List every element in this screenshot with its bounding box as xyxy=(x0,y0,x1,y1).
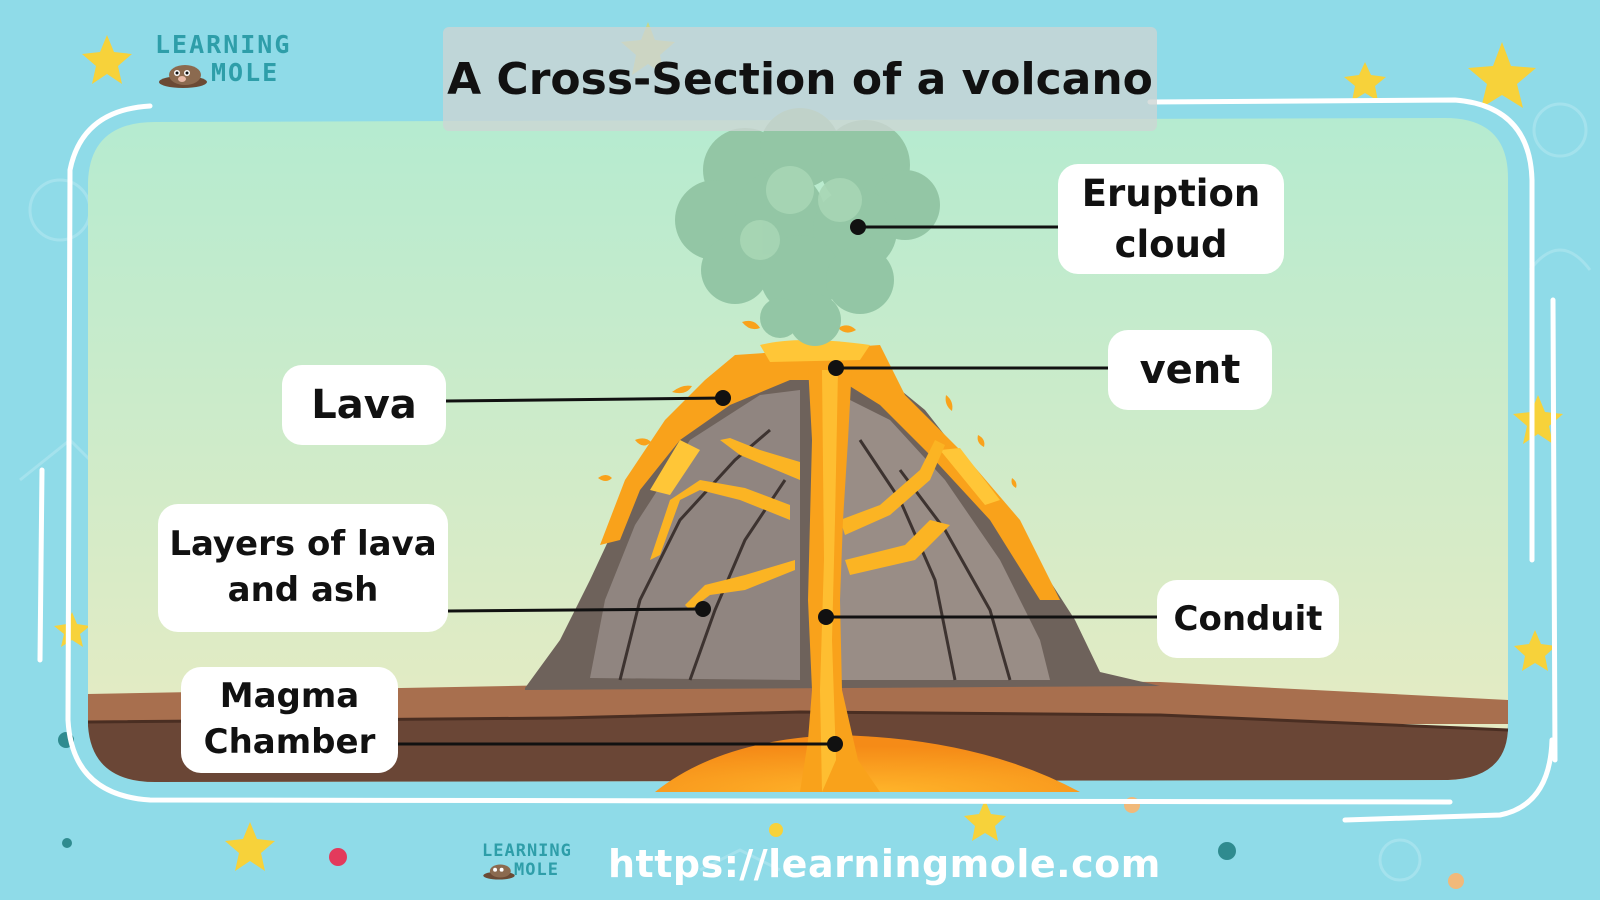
footer-logo-line2: MOLE xyxy=(514,860,559,880)
lava-flows xyxy=(600,340,1060,600)
footer-url: https://learningmole.com xyxy=(608,842,1161,886)
ground-upper xyxy=(88,680,1508,724)
brand-logo-line1: LEARNING xyxy=(155,30,292,59)
star-right-low xyxy=(1514,630,1556,671)
brand-logo-line2: MOLE xyxy=(211,58,280,87)
star-bottom-left xyxy=(225,822,275,871)
label-lava: Lava xyxy=(282,365,446,445)
star-top-left xyxy=(82,35,132,84)
star-right-mid xyxy=(1513,395,1563,444)
page-title: A Cross-Section of a volcano xyxy=(447,53,1153,105)
dot-decorations xyxy=(58,732,1464,889)
footer-logo-line1: LEARNING xyxy=(482,841,572,861)
mole-icon xyxy=(159,65,207,88)
label-eruption-cloud: Eruption cloud xyxy=(1058,164,1284,274)
star-top-right-small xyxy=(1344,62,1386,101)
star-bottom-mid xyxy=(964,800,1006,841)
leader-lines xyxy=(398,225,1157,746)
star-left-mid xyxy=(54,612,90,647)
magma-chamber-shape xyxy=(655,735,1080,792)
title-box: A Cross-Section of a volcano xyxy=(443,27,1157,131)
conduit-shape xyxy=(800,365,880,792)
label-vent: vent xyxy=(1108,330,1272,410)
leader-dots xyxy=(695,219,866,752)
label-magma-chamber: Magma Chamber xyxy=(181,667,398,773)
label-layers-of-lava-and-ash: Layers of lava and ash xyxy=(158,504,448,632)
lava-branches xyxy=(650,438,950,610)
eruption-cloud-highlight xyxy=(740,166,862,260)
footer-brand-logo: LEARNING MOLE xyxy=(482,841,572,880)
label-conduit: Conduit xyxy=(1157,580,1339,658)
star-top-right-large xyxy=(1468,42,1536,108)
brand-logo: LEARNING MOLE xyxy=(155,30,292,88)
white-frame xyxy=(37,97,1558,823)
footer-mole-icon xyxy=(483,864,515,880)
